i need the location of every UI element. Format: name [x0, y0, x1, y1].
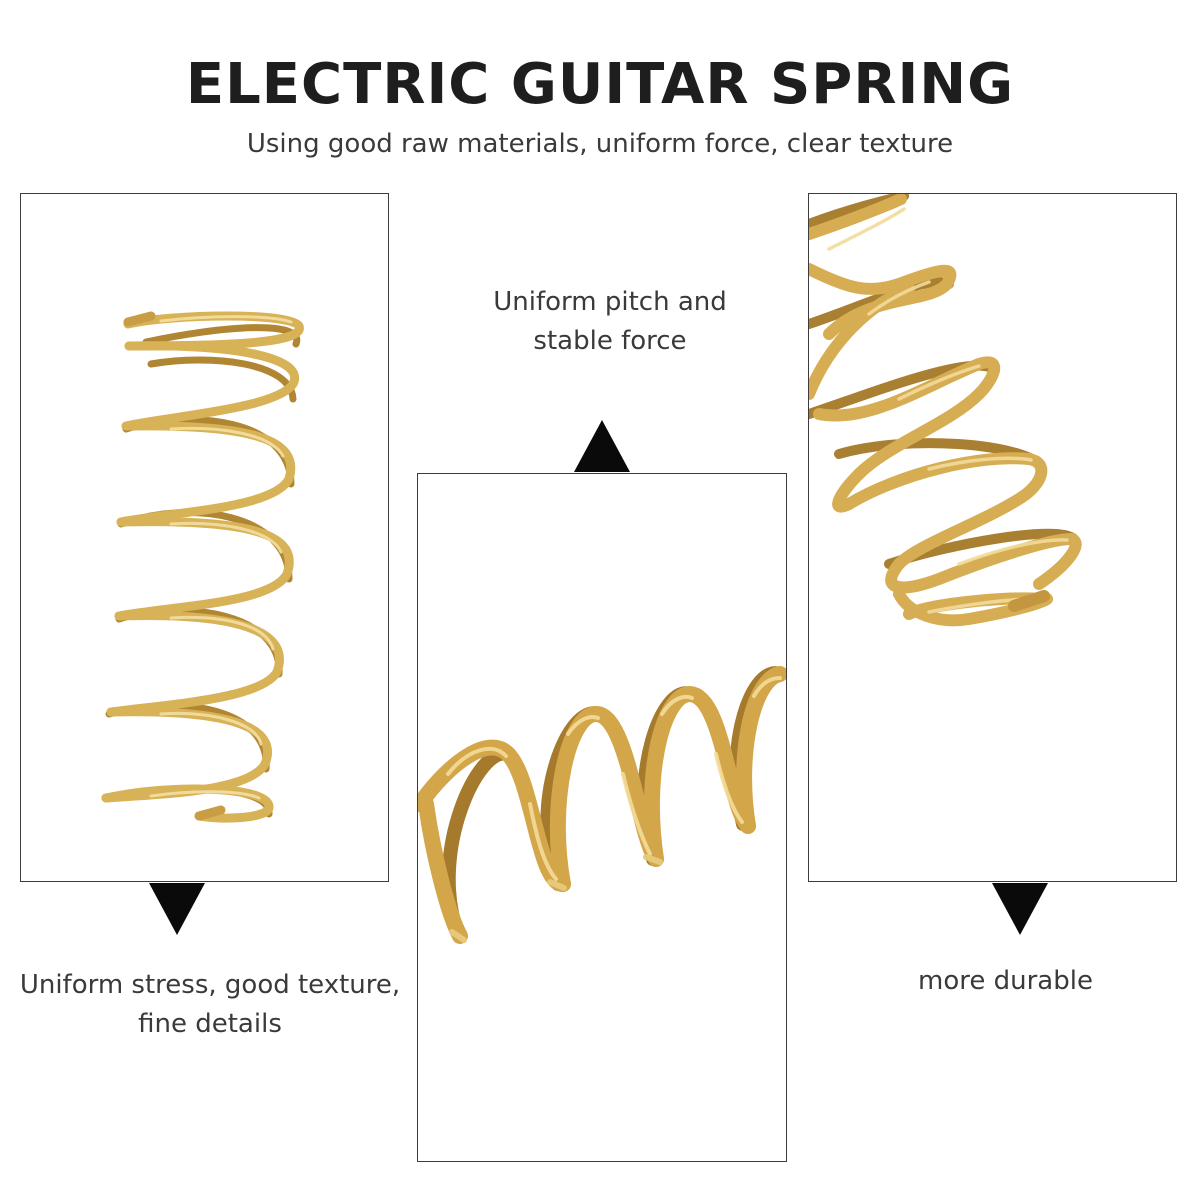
arrow-down-icon [992, 883, 1048, 935]
caption-uniform-stress: Uniform stress, good texture, fine detai… [0, 966, 420, 1044]
diagonal-spring-image [809, 194, 1082, 627]
page-title: ELECTRIC GUITAR SPRING [185, 52, 1015, 117]
arrow-up-icon [574, 420, 630, 472]
caption-uniform-pitch: Uniform pitch and stable force [430, 283, 790, 361]
arrow-down-icon [149, 883, 205, 935]
spring-photo-diagonal [808, 193, 1177, 882]
horizontal-spring-image [418, 666, 786, 944]
caption-line: more durable [918, 966, 1093, 996]
spring-photo-horizontal [417, 473, 787, 1162]
spring-photo-vertical [20, 193, 389, 882]
caption-line: stable force [533, 326, 687, 356]
vertical-spring-image [101, 311, 304, 823]
caption-line: Uniform pitch and [493, 287, 727, 317]
caption-line: Uniform stress, good texture, [19, 970, 401, 1000]
caption-more-durable: more durable [808, 962, 1200, 1001]
caption-line: fine details [138, 1009, 282, 1039]
page-subtitle: Using good raw materials, uniform force,… [246, 129, 954, 159]
